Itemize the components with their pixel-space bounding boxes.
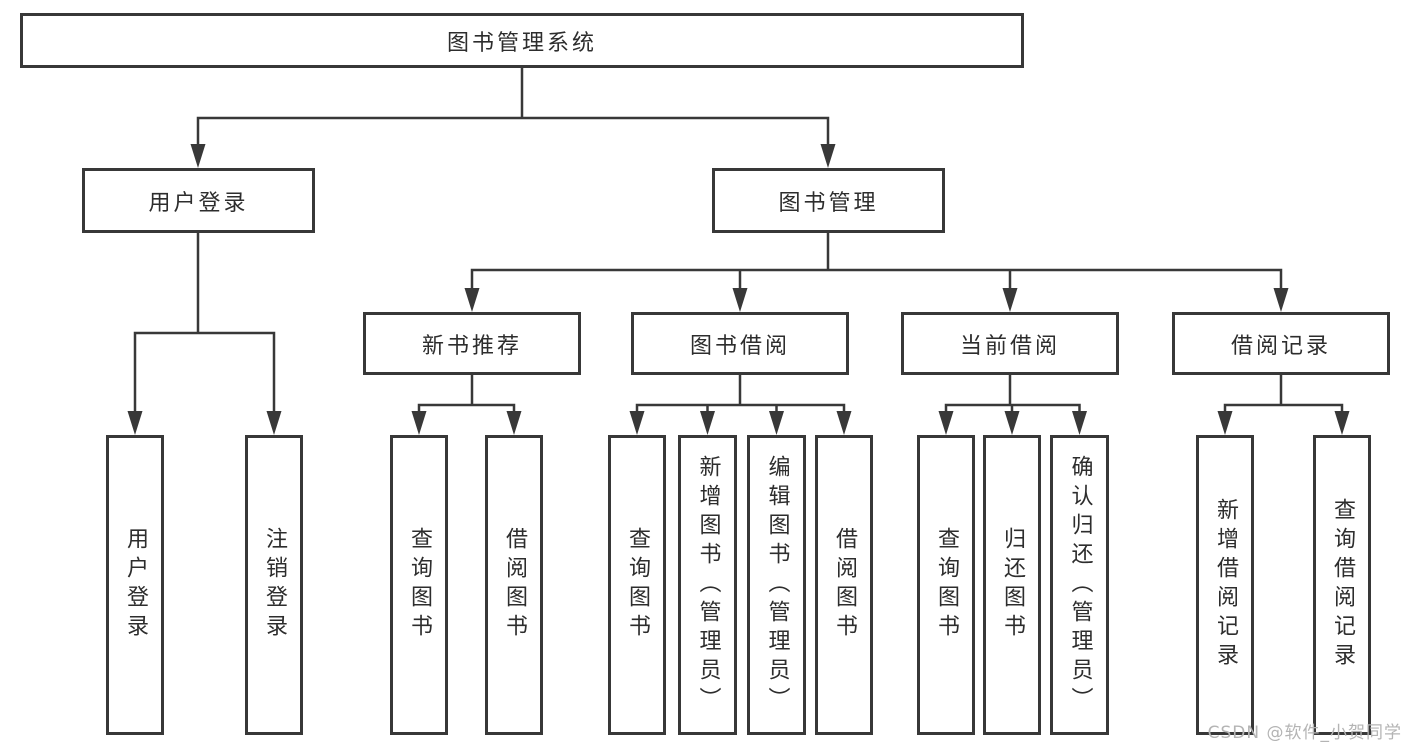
csdn-watermark: CSDN @软件_小贺同学 (1207, 723, 1402, 743)
node-label: 新增图书（管理员） (695, 454, 721, 716)
node-label: 新增借阅记录 (1213, 498, 1238, 672)
node-label: 归还图书 (1000, 527, 1025, 643)
node-cb-confirm-return-admin: 确认归还（管理员） (1050, 435, 1109, 735)
node-label: 新书推荐 (421, 333, 522, 359)
node-label: 查询图书 (934, 527, 959, 643)
node-bb-add-books-admin: 新增图书（管理员） (678, 435, 737, 735)
node-current-borrow: 当前借阅 (901, 312, 1119, 375)
node-cb-return-books: 归还图书 (983, 435, 1041, 735)
node-book-management: 图书管理 (712, 168, 945, 233)
node-label: 借阅图书 (502, 527, 527, 643)
node-label: 用户登录 (123, 527, 148, 643)
node-label: 图书管理 (778, 190, 879, 216)
node-label: 确认归还（管理员） (1067, 454, 1093, 716)
node-label: 用户登录 (148, 190, 249, 216)
node-label: 注销登录 (262, 527, 287, 643)
node-label: 借阅图书 (832, 527, 857, 643)
node-nb-borrow-books: 借阅图书 (485, 435, 543, 735)
node-user-login: 用户登录 (106, 435, 164, 735)
node-bb-borrow-books: 借阅图书 (815, 435, 873, 735)
node-br-query-record: 查询借阅记录 (1313, 435, 1371, 735)
node-label: 编辑图书（管理员） (764, 454, 790, 716)
node-label: 借阅记录 (1230, 333, 1331, 359)
node-label: 图书借阅 (689, 333, 790, 359)
node-nb-query-books: 查询图书 (390, 435, 448, 735)
node-label: 查询图书 (407, 527, 432, 643)
node-label: 查询借阅记录 (1330, 498, 1355, 672)
node-root: 图书管理系统 (20, 13, 1024, 68)
node-bb-query-books: 查询图书 (608, 435, 666, 735)
node-label: 当前借阅 (959, 333, 1060, 359)
node-label: 查询图书 (625, 527, 650, 643)
node-br-add-record: 新增借阅记录 (1196, 435, 1254, 735)
node-book-borrow: 图书借阅 (631, 312, 849, 375)
node-logout: 注销登录 (245, 435, 303, 735)
node-label: 图书管理系统 (446, 30, 597, 56)
node-user-login-group: 用户登录 (82, 168, 315, 233)
node-cb-query-books: 查询图书 (917, 435, 975, 735)
node-bb-edit-books-admin: 编辑图书（管理员） (747, 435, 806, 735)
node-borrow-records: 借阅记录 (1172, 312, 1390, 375)
node-new-book-recommend: 新书推荐 (363, 312, 581, 375)
